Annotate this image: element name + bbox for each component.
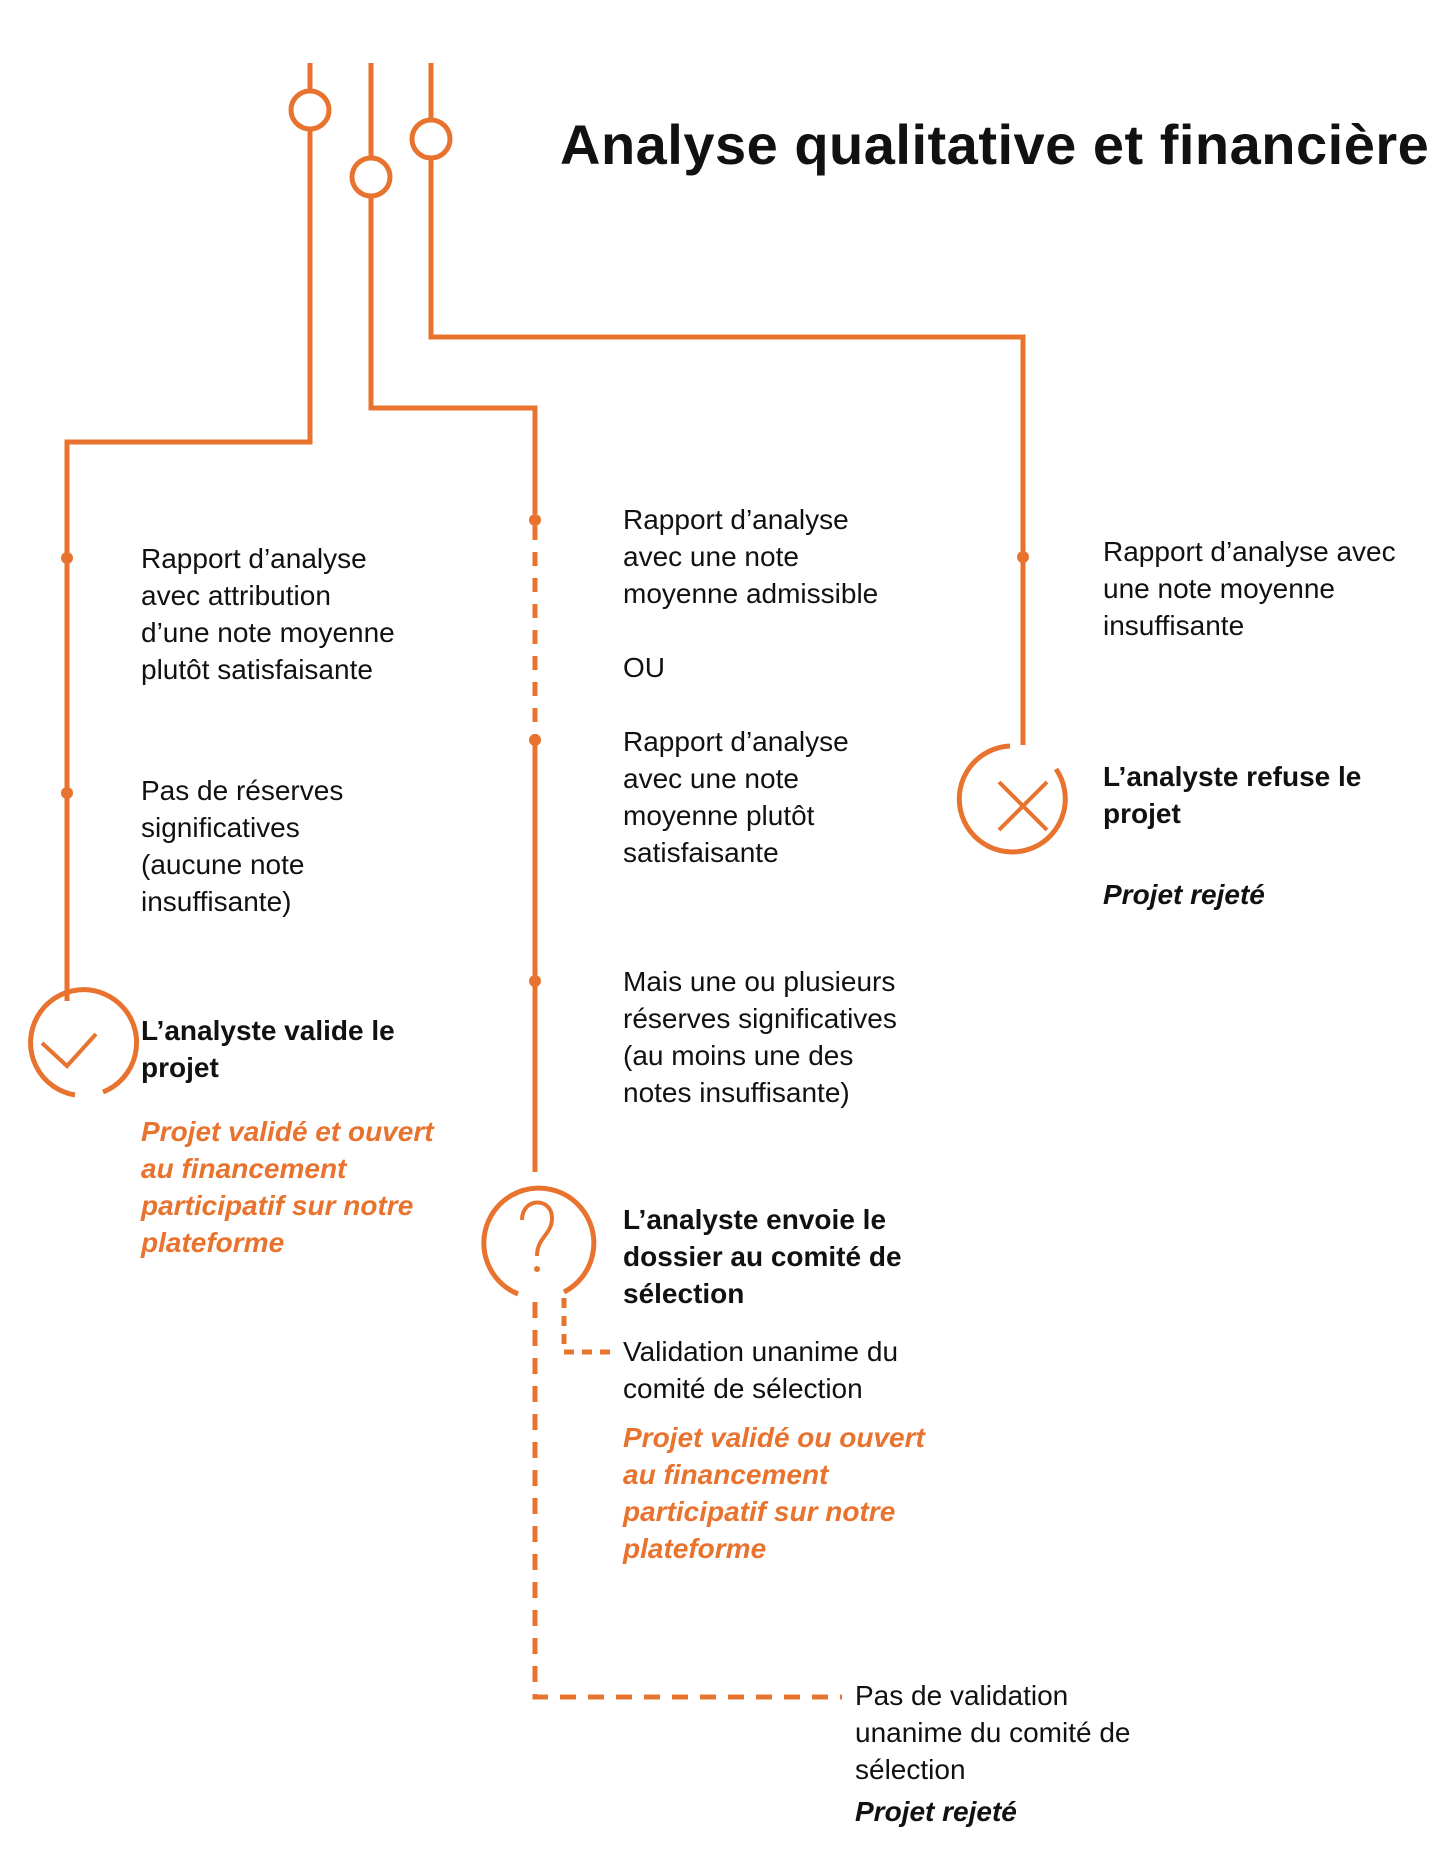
- checkmark-icon: [28, 987, 140, 1098]
- middle-step-3-dot: [529, 975, 541, 987]
- validation-dashed-connector: [561, 1298, 615, 1355]
- left-outcome-text: Projet validé et ouvert au financement p…: [141, 1116, 434, 1258]
- right-branch-start-node: [409, 117, 453, 161]
- committee-validation-text: Validation unanime du comité de sélectio…: [623, 1336, 899, 1404]
- left-branch-connector: [64, 63, 313, 1001]
- middle-step-1-dot: [529, 514, 541, 526]
- middle-step-2-dot: [529, 734, 541, 746]
- middle-branch-start-node: [349, 155, 393, 199]
- right-branch-connector: [428, 63, 1026, 745]
- right-step-dot: [1017, 551, 1029, 563]
- left-step-1-dot: [61, 552, 73, 564]
- rejection-dashed-connector: [532, 1302, 842, 1700]
- middle-decision-text: L’analyste envoie le dossier au comité d…: [623, 1204, 902, 1309]
- middle-or-label: OU: [623, 652, 665, 683]
- committee-rejection-outcome: Projet rejeté: [855, 1796, 1017, 1827]
- committee-rejection-text: Pas de validation unanime du comité de s…: [855, 1680, 1131, 1785]
- page-title: Analyse qualitative et financière: [560, 113, 1430, 176]
- cross-icon: [956, 743, 1068, 855]
- right-step-text: Rapport d’analyse avec une note moyenne …: [1103, 536, 1396, 641]
- middle-branch-connector: [368, 63, 538, 500]
- left-decision-text: L’analyste valide le projet: [141, 1015, 395, 1083]
- left-step-1-text: Rapport d’analyse avec attribution d’une…: [141, 543, 395, 685]
- question-mark-icon: [481, 1185, 597, 1297]
- committee-validation-outcome: Projet validé ou ouvert au financement p…: [623, 1422, 925, 1564]
- left-step-2-text: Pas de réserves significatives (aucune n…: [141, 775, 344, 917]
- middle-step-1-text: Rapport d’analyse avec une note moyenne …: [623, 504, 879, 609]
- right-outcome-text: Projet rejeté: [1103, 879, 1265, 910]
- left-branch-start-node: [288, 88, 332, 132]
- middle-step-2-text: Rapport d’analyse avec une note moyenne …: [623, 726, 849, 868]
- left-step-2-dot: [61, 787, 73, 799]
- right-decision-text: L’analyste refuse le projet: [1103, 761, 1362, 829]
- middle-step-3-text: Mais une ou plusieurs réserves significa…: [623, 966, 897, 1108]
